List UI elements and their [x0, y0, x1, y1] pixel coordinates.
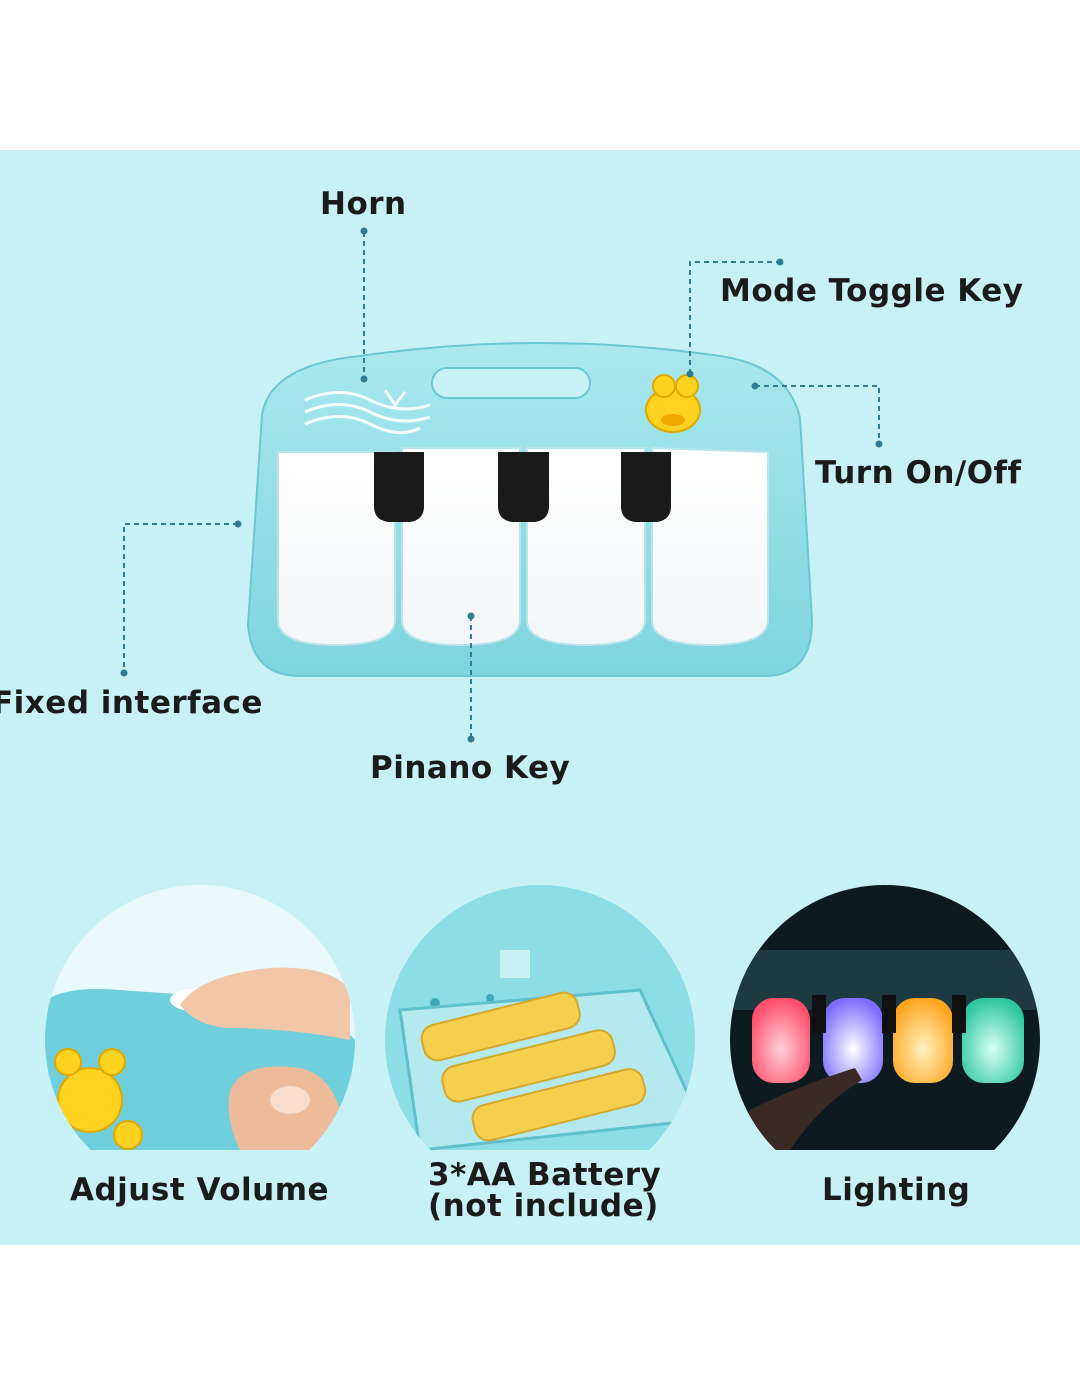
- volume-photo: [45, 885, 355, 1150]
- piano-key-label: Pinano Key: [370, 750, 571, 786]
- battery-label-line2: (not include): [428, 1188, 659, 1224]
- black-keys: [374, 452, 671, 522]
- battery-label: 3*AA Battery (not include): [428, 1157, 662, 1224]
- piano-toy: [246, 342, 814, 677]
- lighting-label: Lighting: [822, 1172, 971, 1208]
- adjust-volume-label: Adjust Volume: [70, 1172, 330, 1208]
- lighting-photo: [730, 885, 1040, 1150]
- mode-toggle-label: Mode Toggle Key: [720, 273, 1024, 309]
- horn-label: Horn: [320, 186, 407, 222]
- fixed-interface-label: Fixed interface: [0, 685, 263, 721]
- battery-label-line1: 3*AA Battery: [428, 1157, 662, 1193]
- power-label: Turn On/Off: [815, 455, 1022, 491]
- callout-dots: [120, 227, 883, 743]
- callout-lines: [123, 232, 880, 738]
- battery-photo: [385, 885, 695, 1152]
- white-keys: [277, 446, 769, 647]
- horn-icon: [304, 389, 431, 435]
- duck-icon: [645, 374, 701, 433]
